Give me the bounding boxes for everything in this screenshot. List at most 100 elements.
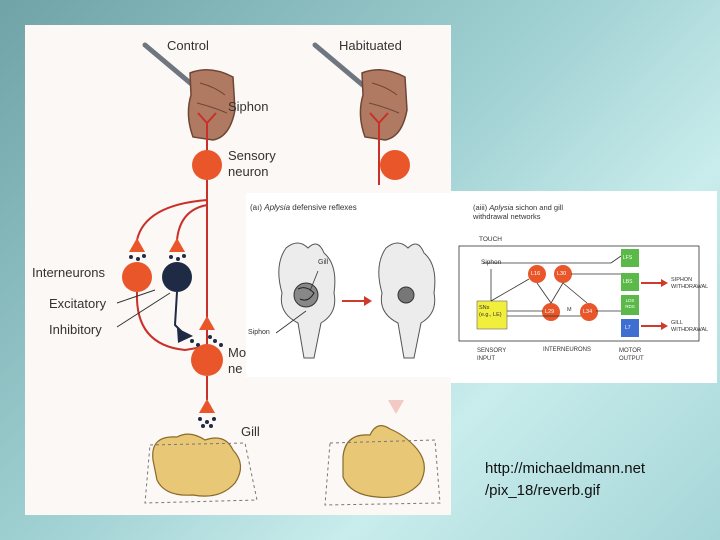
inset-a-siphon-label: Siphon <box>248 329 270 336</box>
aplysia-right-gill <box>397 286 415 304</box>
circuit-drawing <box>116 42 441 506</box>
caption-line1: http://michaeldmann.net <box>485 460 646 477</box>
motor-neuron-label: Mo ne <box>228 345 246 377</box>
network-title-suffix: sichon and gill <box>515 203 564 212</box>
motor-box-l7-label: L7 <box>625 325 631 331</box>
vesicles-gill-control <box>198 417 216 428</box>
sensory-input-line1: SENSORY <box>477 348 507 354</box>
control-gill-outline <box>144 442 258 504</box>
inhibitory-axon <box>173 291 184 334</box>
motor-box-lfs <box>621 249 639 267</box>
excitatory-pointer <box>116 289 156 304</box>
aplysia-drawing <box>275 242 436 359</box>
branch-to-excitatory <box>136 199 208 241</box>
excitatory-label: Excitatory <box>49 296 107 311</box>
caption-line2: /pix_18/reverb.gif <box>485 482 601 499</box>
habituated-sensory-ending <box>369 112 389 150</box>
source-caption: http://michaeldmann.net /pix_18/reverb.g… <box>485 458 705 502</box>
habituated-sensory-neuron <box>380 150 410 180</box>
sensory-label-line1: Sensory <box>228 148 276 163</box>
aplysia-left-gill-detail <box>297 287 315 301</box>
network-title-prefix: (aiii) <box>473 203 488 212</box>
motor-label-line1: Mo <box>228 345 247 360</box>
l30-neuron <box>554 265 572 283</box>
habituated-gill <box>342 425 425 499</box>
motor-box-lds <box>621 295 639 315</box>
sn-box <box>476 300 508 330</box>
network-frame <box>458 245 700 342</box>
motor-output-line1: MOTOR <box>619 348 642 354</box>
habituated-probe <box>312 42 368 90</box>
network-title-italic: Aplysia <box>489 203 514 212</box>
l16-label: L16 <box>531 271 541 277</box>
motor-box-lbs <box>621 273 639 291</box>
network-title-line2: withdrawal networks <box>473 212 541 221</box>
gill-output-arrowhead <box>661 322 668 330</box>
inhibitory-interneuron <box>162 262 192 292</box>
motor-box-lbs-label: LBS <box>623 279 633 285</box>
terminal-inhibitory-in <box>169 238 185 252</box>
inset-a-title: (aı) Aplysia defensive reflexes <box>250 203 357 212</box>
interneurons-network-label: INTERNEURONS <box>543 347 592 353</box>
motor-box-lds-label: LDS RDS <box>625 298 635 309</box>
l30-label: L30 <box>557 271 567 277</box>
control-sensory-ending <box>197 112 217 150</box>
interneurons-label: Interneurons <box>32 265 105 280</box>
control-motor-neuron <box>191 344 223 376</box>
sn-label: SNs (e.g., LE) <box>479 305 502 319</box>
siphon-withdrawal-line2: WITHDRAWAL <box>671 284 709 290</box>
sn-label-line2: (e.g., LE) <box>479 312 502 318</box>
inset-a-suffix: defensive reflexes <box>292 203 357 212</box>
l34-label: L34 <box>583 309 593 315</box>
vesicles-motor <box>190 335 223 347</box>
inset-a-italic: Aplysia <box>264 203 291 212</box>
excitatory-interneuron <box>122 262 152 292</box>
motor-terminal <box>199 316 215 330</box>
l16-neuron <box>528 265 546 283</box>
vesicles-interneurons <box>129 254 186 261</box>
inset-siphon-pointer <box>275 310 307 334</box>
network-diagram <box>458 245 700 342</box>
control-sensory-neuron <box>192 150 222 180</box>
motor-output-label: MOTOR OUTPUT <box>619 347 644 363</box>
l29-neuron <box>542 303 560 321</box>
gill-terminal-control <box>199 399 215 413</box>
inset-a-gill-label: Gill <box>318 259 329 266</box>
inhibitory-pointer <box>116 292 171 328</box>
habituated-gill-outline <box>324 439 441 506</box>
network-connections <box>483 255 622 317</box>
aplysia-left-gill <box>293 282 319 308</box>
inset-a-prefix: (aı) <box>250 203 262 212</box>
control-siphon <box>187 69 236 141</box>
motor-output-line2: OUTPUT <box>619 356 644 362</box>
gill-label: Gill <box>241 424 260 439</box>
l34-neuron <box>580 303 598 321</box>
branch-to-inhibitory <box>176 204 208 241</box>
gill-withdrawal-line1: GILL <box>671 320 683 326</box>
control-gill <box>152 433 242 497</box>
gill-terminal-habituated <box>388 400 404 414</box>
network-siphon-label: Siphon <box>481 259 502 266</box>
inhibitory-terminal <box>177 328 193 343</box>
motor-box-lfs-label: LFS <box>623 255 633 261</box>
control-siphon-detail <box>196 82 228 114</box>
terminal-excitatory-in <box>129 238 145 252</box>
sensory-input-line2: INPUT <box>477 356 495 362</box>
sn-label-line1: SNs <box>479 305 490 311</box>
sensory-label-line2: neuron <box>228 164 269 179</box>
defensive-reflexes-inset: (aı) Aplysia defensive reflexes Gill Sip… <box>246 193 451 377</box>
motor-box-l7 <box>621 319 639 337</box>
siphon-withdrawal-line1: SIPHON <box>671 277 693 283</box>
touch-label: TOUCH <box>479 236 502 243</box>
excitatory-axon <box>135 291 204 352</box>
l29-label: L29 <box>545 309 555 315</box>
siphon-label: Siphon <box>228 99 269 114</box>
control-probe <box>142 42 198 90</box>
habituated-siphon-detail <box>368 82 400 114</box>
siphon-withdrawal-label: SIPHON WITHDRAWAL <box>671 277 708 291</box>
sensory-neuron-label: Sensory neuron <box>228 148 276 180</box>
inhibitory-label: Inhibitory <box>49 322 102 337</box>
small-interneuron-label: M <box>567 307 572 313</box>
network-title: (aiii) Aplysia sichon and gill withdrawa… <box>473 203 563 221</box>
habituated-siphon <box>359 69 408 141</box>
